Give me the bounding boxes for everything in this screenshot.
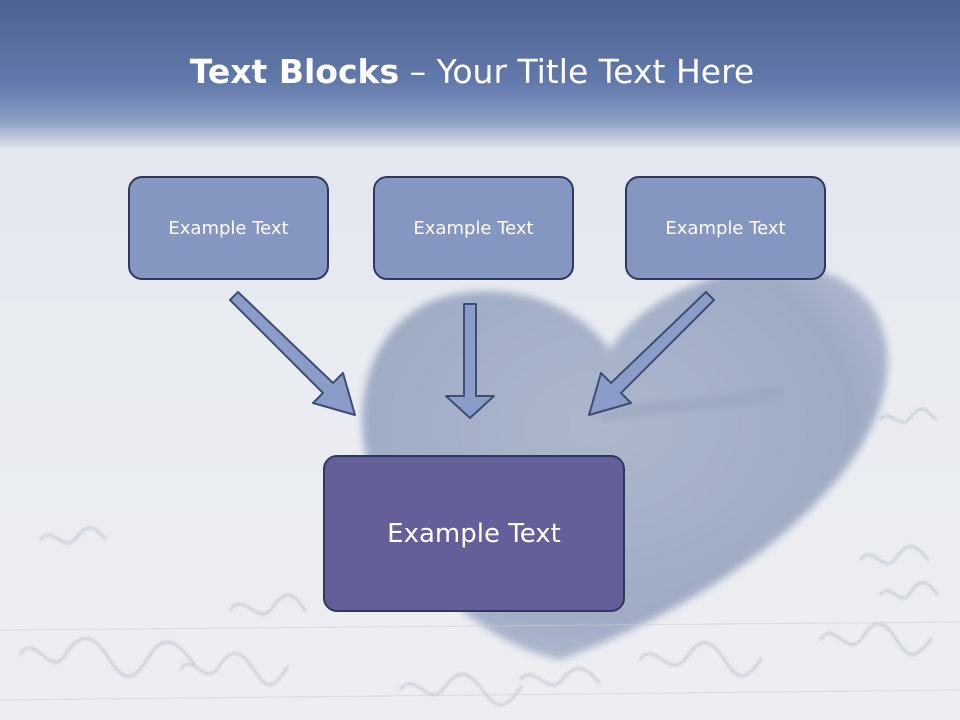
text-block-3[interactable]: Example Text	[625, 176, 826, 280]
title-rest: – Your Title Text Here	[399, 52, 755, 91]
handwriting-strokes	[19, 408, 939, 706]
right-diagonal-arrow	[588, 291, 715, 416]
text-block-2[interactable]: Example Text	[373, 176, 574, 280]
title-bold: Text Blocks	[189, 52, 400, 91]
text-block-2-label: Example Text	[413, 217, 534, 239]
target-text-block-label: Example Text	[387, 518, 561, 549]
text-block-1-label: Example Text	[168, 217, 289, 239]
text-block-3-label: Example Text	[665, 217, 786, 239]
text-block-1[interactable]: Example Text	[128, 176, 329, 280]
slide-title: Text Blocks – Your Title Text Here	[0, 52, 944, 91]
left-diagonal-arrow	[229, 291, 356, 416]
target-text-block[interactable]: Example Text	[323, 455, 625, 612]
header-band	[0, 0, 960, 150]
center-down-arrow	[445, 303, 495, 419]
